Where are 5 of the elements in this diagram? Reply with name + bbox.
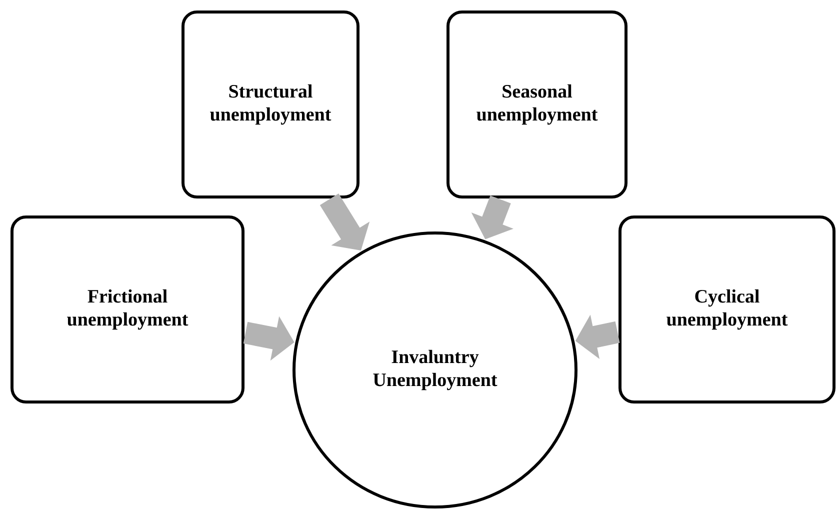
text-box: Frictional unemployment	[10, 215, 244, 404]
text-box: Structural unemployment	[182, 10, 360, 198]
text-box: Seasonal unemployment	[446, 10, 628, 198]
text-box: Cyclical unemployment	[618, 215, 836, 404]
block-arrow	[320, 194, 370, 250]
